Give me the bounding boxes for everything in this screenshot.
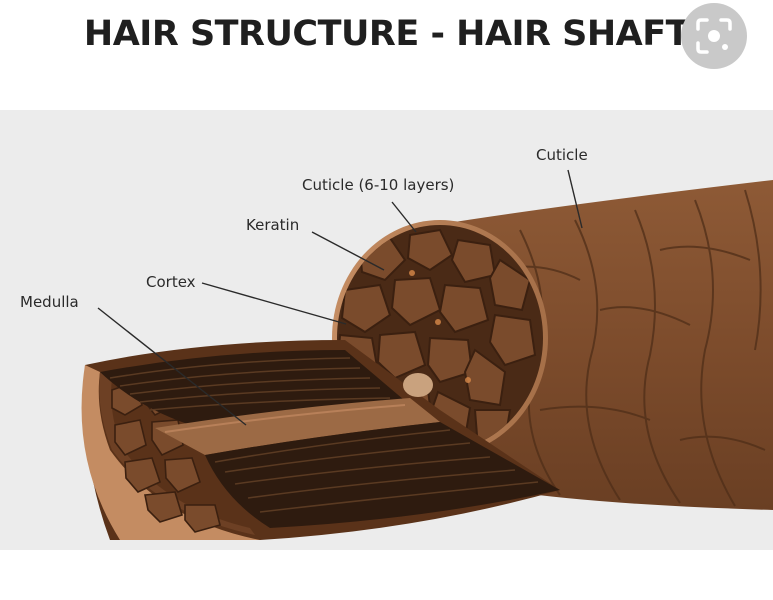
cuticle-layers-leader <box>391 201 417 233</box>
cortex-leader <box>201 282 347 325</box>
label-cuticle: Cuticle <box>536 146 588 164</box>
label-cortex: Cortex <box>146 273 196 291</box>
label-cuticle-layers: Cuticle (6-10 layers) <box>302 176 455 194</box>
cuticle-leader <box>567 169 583 229</box>
hair-shaft-illustration <box>81 169 773 540</box>
medulla-core <box>155 398 440 455</box>
label-keratin: Keratin <box>246 216 300 234</box>
medulla-leader <box>97 307 247 426</box>
label-medulla: Medulla <box>20 293 79 311</box>
visual-search-button[interactable] <box>681 3 747 69</box>
page-title: HAIR STRUCTURE - HAIR SHAFT <box>83 14 690 54</box>
diagram-panel: Cuticle Cuticle (6-10 layers) Keratin Co… <box>0 110 773 550</box>
keratin-leader <box>311 231 385 271</box>
visual-search-icon <box>696 18 732 54</box>
